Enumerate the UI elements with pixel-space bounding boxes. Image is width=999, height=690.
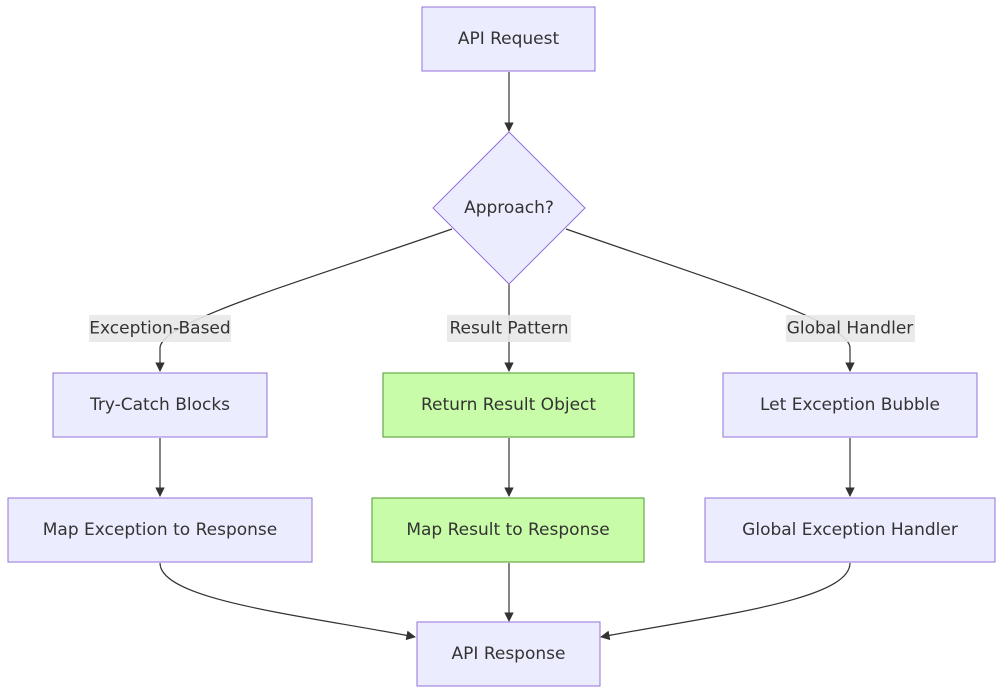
node-return-result-object: Return Result Object xyxy=(382,372,635,438)
node-let-exception-bubble: Let Exception Bubble xyxy=(722,372,978,438)
node-map-result-to-response: Map Result to Response xyxy=(371,497,645,563)
edge-label-result-pattern: Result Pattern xyxy=(447,315,571,342)
node-map-result-label: Map Result to Response xyxy=(406,520,609,540)
edge-label-global-handler: Global Handler xyxy=(786,315,915,342)
node-api-request-label: API Request xyxy=(458,29,560,49)
node-try-catch-blocks: Try-Catch Blocks xyxy=(52,372,268,438)
node-let-bubble-label: Let Exception Bubble xyxy=(760,395,940,415)
node-approach-decision: Approach? xyxy=(432,131,586,285)
edge-label-result-pattern-text: Result Pattern xyxy=(449,319,568,339)
node-map-exception-to-response: Map Exception to Response xyxy=(7,497,313,563)
node-global-exception-handler: Global Exception Handler xyxy=(704,497,996,563)
node-api-request: API Request xyxy=(421,6,596,72)
node-api-response: API Response xyxy=(416,621,601,687)
edge-label-exception-based: Exception-Based xyxy=(89,315,231,342)
edge-approach-to-let-bubble xyxy=(565,228,855,372)
edge-label-global-handler-text: Global Handler xyxy=(787,319,914,339)
node-map-exception-label: Map Exception to Response xyxy=(43,520,277,540)
node-api-response-label: API Response xyxy=(452,644,566,664)
edge-approach-to-try-catch xyxy=(155,228,453,372)
edge-map-exception-to-api-response xyxy=(159,562,416,641)
node-try-catch-label: Try-Catch Blocks xyxy=(89,395,230,415)
edge-global-handler-to-api-response xyxy=(600,562,851,641)
edge-label-exception-based-text: Exception-Based xyxy=(89,319,230,339)
node-approach-label: Approach? xyxy=(464,198,554,218)
node-return-result-label: Return Result Object xyxy=(421,395,596,415)
node-global-handler-label: Global Exception Handler xyxy=(742,520,958,540)
